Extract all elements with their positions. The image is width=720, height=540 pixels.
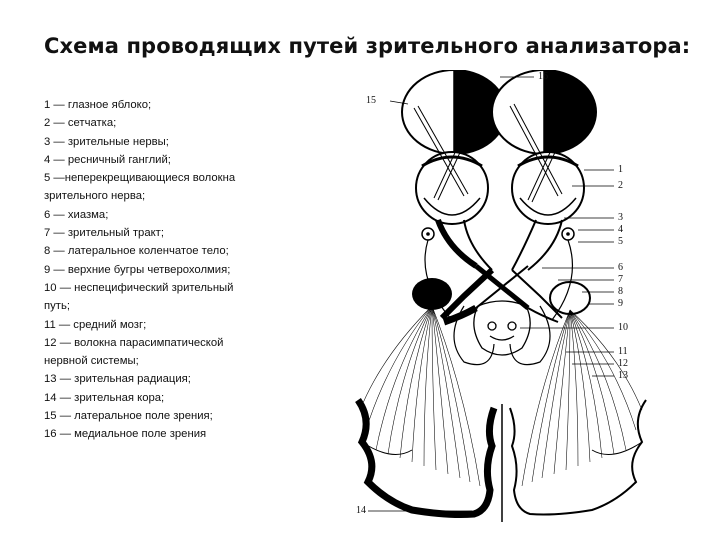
legend-item: нервной системы; <box>44 355 139 368</box>
callout-12: 12 <box>618 358 628 369</box>
callout-16: 16 <box>538 71 548 82</box>
lateral-geniculate-body-right <box>549 281 591 315</box>
callout-10: 10 <box>618 322 628 333</box>
legend-list: 1 — глазное яблоко; 2 — сетчатка; 3 — зр… <box>44 96 276 444</box>
callout-9: 9 <box>618 298 623 309</box>
slide-title: Схема проводящих путей зрительного анали… <box>44 34 691 58</box>
legend-item: 4 — ресничный ганглий; <box>44 153 171 166</box>
eyeball-right <box>511 151 585 225</box>
legend-item: 6 — хиазма; <box>44 208 109 221</box>
light-rays <box>413 89 583 203</box>
callout-1: 1 <box>618 164 623 175</box>
optic-tracts <box>442 304 559 326</box>
legend-item: 8 — латеральное коленчатое тело; <box>44 245 229 258</box>
legend-item: зрительного нерва; <box>44 190 146 203</box>
callout-4: 4 <box>618 224 623 235</box>
optic-chiasm <box>439 264 563 321</box>
callout-7: 7 <box>618 274 623 285</box>
visual-pathway-diagram: 16 15 1 2 3 4 5 6 7 8 9 10 11 12 13 14 <box>352 69 682 530</box>
callout-3: 3 <box>618 212 623 223</box>
visual-pathway-drawing <box>355 69 647 522</box>
legend-item: 16 — медиальное поле зрения <box>44 428 207 441</box>
legend-item: 1 — глазное яблоко; <box>44 99 152 111</box>
legend-item: путь; <box>44 300 70 313</box>
legend-item: 13 — зрительная радиация; <box>44 373 191 386</box>
legend-item: 11 — средний мозг; <box>44 318 147 331</box>
callout-6: 6 <box>618 262 623 273</box>
optic-radiation-left <box>359 305 481 487</box>
callout-2: 2 <box>618 180 623 191</box>
callout-15: 15 <box>366 95 376 106</box>
legend-item: 9 — верхние бугры четверохолмия; <box>44 263 231 276</box>
visual-field-right <box>491 69 597 155</box>
optic-nerves <box>435 218 563 271</box>
lateral-geniculate-body-left <box>412 278 452 310</box>
legend-item: 3 — зрительные нервы; <box>44 135 169 148</box>
legend-item: 10 — неспецифический зрительный <box>44 281 234 294</box>
legend-item: 14 — зрительная кора; <box>44 391 165 404</box>
leader-lines <box>368 76 614 512</box>
ciliary-ganglia <box>421 227 575 241</box>
callout-5: 5 <box>618 236 623 247</box>
legend-item: 7 — зрительный тракт; <box>44 227 164 240</box>
legend-item: 12 — волокна парасимпатической <box>44 336 224 349</box>
callout-8: 8 <box>618 286 623 297</box>
legend-item: 5 —неперекрещивающиеся волокна <box>44 172 236 185</box>
legend-item: 15 — латеральное поле зрения; <box>44 410 213 423</box>
callout-14: 14 <box>356 505 366 516</box>
callout-13: 13 <box>618 370 628 381</box>
eyeball-left <box>415 151 489 225</box>
callout-11: 11 <box>618 346 628 357</box>
optic-radiation-right <box>521 309 643 487</box>
legend-item: 2 — сетчатка; <box>44 117 117 130</box>
visual-cortex <box>355 397 647 522</box>
midbrain <box>473 300 531 356</box>
